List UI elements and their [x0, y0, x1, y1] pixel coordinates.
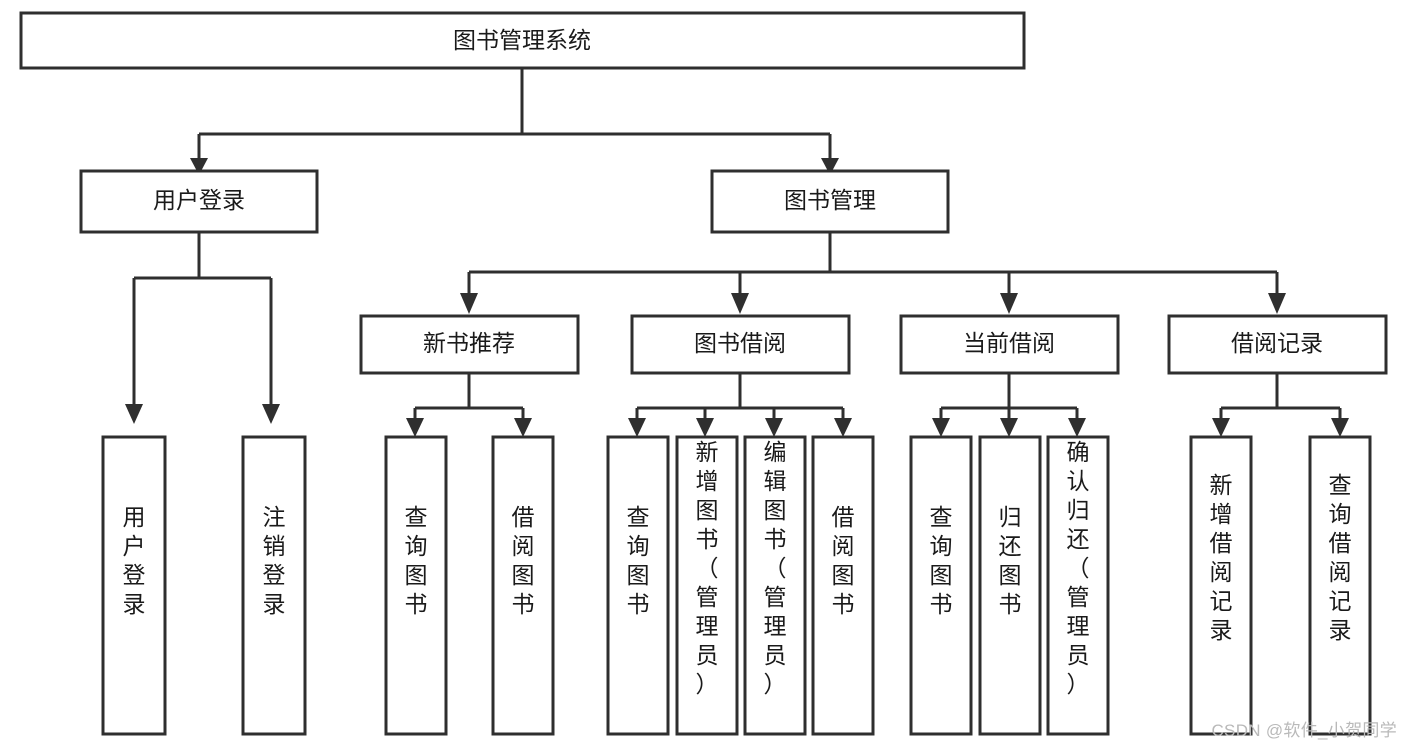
- node-leaf-confirm-return-label: 确认归还（管理员）: [1067, 439, 1090, 697]
- arrow-head-icon: [821, 158, 839, 175]
- node-leaf-query-book-2-label: 查询图书: [627, 504, 650, 617]
- connector-root-branch: [197, 68, 832, 160]
- arrow-head-icon: [628, 418, 646, 437]
- connectors-bookborrow-to-leaves: [628, 373, 852, 437]
- connectors-currentborrow-to-leaves: [932, 373, 1086, 437]
- node-leaf-edit-book-label: 编辑图书（管理员）: [764, 439, 787, 697]
- node-leaf-user-login-label: 用户登录: [123, 504, 146, 617]
- node-leaf-confirm-return[interactable]: 确认归还（管理员）: [1046, 435, 1110, 736]
- node-root-label: 图书管理系统: [453, 27, 591, 53]
- arrow-head-icon: [125, 404, 143, 424]
- node-leaf-query-book-2[interactable]: 查询图书: [606, 435, 670, 736]
- arrow-head-icon: [460, 293, 478, 314]
- arrow-head-icon: [1331, 418, 1349, 437]
- connectors-bookmgmt-to-level3: [460, 232, 1286, 314]
- node-leaf-add-book-label: 新增图书（管理员）: [696, 439, 719, 697]
- node-leaf-query-record-box[interactable]: [1308, 435, 1372, 736]
- node-leaf-add-record-label: 新增借阅记录: [1210, 472, 1233, 643]
- arrow-head-icon: [190, 158, 208, 175]
- node-leaf-query-book-3[interactable]: 查询图书: [909, 435, 973, 736]
- node-leaf-query-record[interactable]: 查询借阅记录: [1308, 435, 1372, 736]
- node-leaf-edit-book-box[interactable]: [743, 435, 807, 736]
- node-leaf-query-book-2-box[interactable]: [606, 435, 670, 736]
- node-leaf-borrow-book-2-label: 借阅图书: [832, 504, 855, 617]
- node-new-book-rec[interactable]: 新书推荐: [359, 314, 580, 375]
- arrow-head-icon: [1212, 418, 1230, 437]
- arrow-head-icon: [1268, 293, 1286, 314]
- connectors-borrowrecord-to-leaves: [1212, 373, 1349, 437]
- node-leaf-query-book-1[interactable]: 查询图书: [384, 435, 448, 736]
- arrow-head-icon: [834, 418, 852, 437]
- arrow-head-icon: [406, 418, 424, 437]
- node-leaf-query-record-label: 查询借阅记录: [1329, 472, 1352, 643]
- connectors-newbook-to-leaves: [406, 373, 532, 437]
- arrow-head-icon: [1000, 418, 1018, 437]
- node-new-book-rec-label: 新书推荐: [423, 330, 515, 356]
- node-leaf-add-record-box[interactable]: [1189, 435, 1253, 736]
- connector-bookmgmt-branch: [467, 232, 1279, 295]
- node-leaf-query-book-1-box[interactable]: [384, 435, 448, 736]
- arrow-head-icon: [731, 293, 749, 314]
- node-leaf-user-logout-box[interactable]: [241, 435, 307, 736]
- node-book-mgmt[interactable]: 图书管理: [710, 169, 950, 234]
- node-leaf-return-book-label: 归还图书: [999, 504, 1022, 617]
- connector-borrowrecord-branch: [1219, 373, 1342, 420]
- node-leaf-return-book[interactable]: 归还图书: [978, 435, 1042, 736]
- node-leaf-query-book-3-label: 查询图书: [930, 504, 953, 617]
- connector-login-branch: [132, 232, 273, 406]
- connector-currentborrow-branch: [939, 373, 1079, 420]
- arrow-head-icon: [262, 404, 280, 424]
- node-leaf-query-book-1-label: 查询图书: [405, 504, 428, 617]
- node-borrow-record[interactable]: 借阅记录: [1167, 314, 1388, 375]
- arrow-head-icon: [1000, 293, 1018, 314]
- node-login-box[interactable]: [79, 169, 319, 234]
- connector-bookborrow-branch: [635, 373, 845, 420]
- node-leaf-edit-book[interactable]: 编辑图书（管理员）: [743, 435, 807, 736]
- node-leaf-user-logout-label: 注销登录: [263, 504, 286, 617]
- node-current-borrow-box[interactable]: [899, 314, 1120, 375]
- node-login-label: 用户登录: [153, 187, 245, 213]
- node-leaf-return-book-box[interactable]: [978, 435, 1042, 736]
- connectors-root-to-level2: [190, 68, 839, 175]
- node-leaf-add-book[interactable]: 新增图书（管理员）: [675, 435, 739, 736]
- node-leaf-borrow-book-1-label: 借阅图书: [512, 504, 535, 617]
- node-book-borrow-label: 图书借阅: [694, 330, 786, 356]
- connectors-login-to-leaves: [125, 232, 280, 424]
- node-borrow-record-box[interactable]: [1167, 314, 1388, 375]
- node-new-book-rec-box[interactable]: [359, 314, 580, 375]
- node-book-borrow[interactable]: 图书借阅: [630, 314, 851, 375]
- arrow-head-icon: [514, 418, 532, 437]
- node-current-borrow-label: 当前借阅: [963, 330, 1055, 356]
- node-leaf-confirm-return-box[interactable]: [1046, 435, 1110, 736]
- node-leaf-user-logout[interactable]: 注销登录: [241, 435, 307, 736]
- arrow-head-icon: [765, 418, 783, 437]
- node-leaf-user-login-box[interactable]: [101, 435, 167, 736]
- node-book-borrow-box[interactable]: [630, 314, 851, 375]
- node-leaf-add-book-box[interactable]: [675, 435, 739, 736]
- node-leaf-user-login[interactable]: 用户登录: [101, 435, 167, 736]
- node-current-borrow[interactable]: 当前借阅: [899, 314, 1120, 375]
- node-root-box[interactable]: [19, 11, 1026, 70]
- arrow-head-icon: [696, 418, 714, 437]
- node-leaf-borrow-book-2[interactable]: 借阅图书: [811, 435, 875, 736]
- node-root[interactable]: 图书管理系统: [19, 11, 1026, 70]
- node-book-mgmt-box[interactable]: [710, 169, 950, 234]
- node-leaf-borrow-book-1[interactable]: 借阅图书: [491, 435, 555, 736]
- connector-newbook-branch: [413, 373, 525, 420]
- node-leaf-add-record[interactable]: 新增借阅记录: [1189, 435, 1253, 736]
- arrow-head-icon: [1068, 418, 1086, 437]
- node-leaf-borrow-book-1-box[interactable]: [491, 435, 555, 736]
- node-book-mgmt-label: 图书管理: [784, 187, 876, 213]
- node-leaf-borrow-book-2-box[interactable]: [811, 435, 875, 736]
- arrow-head-icon: [932, 418, 950, 437]
- node-borrow-record-label: 借阅记录: [1231, 330, 1323, 356]
- node-leaf-query-book-3-box[interactable]: [909, 435, 973, 736]
- node-login[interactable]: 用户登录: [79, 169, 319, 234]
